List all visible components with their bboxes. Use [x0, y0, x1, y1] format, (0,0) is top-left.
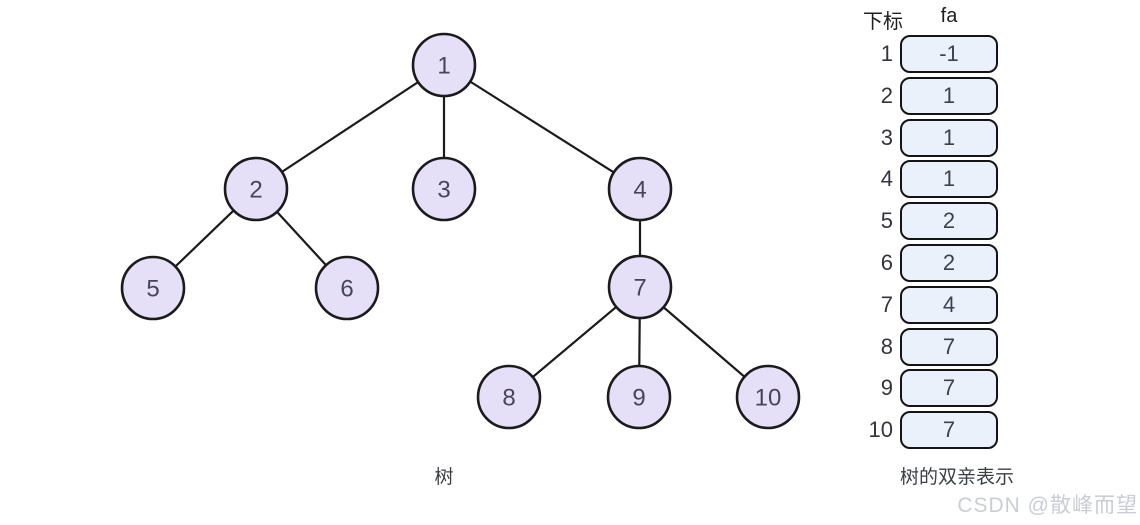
tree-node-label: 10 [755, 385, 782, 412]
fa-cell: 7 [900, 369, 998, 408]
tree-node-label: 5 [146, 276, 159, 303]
tree-node-circle [411, 32, 477, 98]
tree-node-circle [607, 156, 673, 222]
tree-node-circle [606, 364, 672, 430]
index-cell: 6 [880, 249, 893, 275]
fa-cell: 1 [900, 160, 998, 199]
tree-node-circle [223, 156, 289, 222]
tree-node-8: 8 [476, 364, 542, 430]
tree-edge-1-4 [443, 64, 641, 190]
tree-node-label: 3 [437, 177, 450, 204]
fa-cell: 2 [900, 202, 998, 241]
tree-node-1: 1 [411, 32, 477, 98]
tree-node-circle [607, 254, 673, 320]
tree-node-label: 9 [632, 385, 645, 412]
tree-node-7: 7 [607, 254, 673, 320]
fa-cell: 2 [900, 243, 998, 282]
tree-node-label: 8 [502, 385, 515, 412]
fa-cell: 1 [900, 76, 998, 115]
tree-node-circle [476, 364, 542, 430]
parent-table-caption: 树的双亲表示 [899, 467, 1014, 488]
tree-node-4: 4 [607, 156, 673, 222]
index-cell: 1 [880, 41, 893, 66]
tree-caption: 树 [434, 467, 454, 488]
index-column: 1 2 3 4 5 6 7 8 9 10 [843, 35, 893, 449]
tree-node-circle [120, 255, 186, 321]
tree-node-label: 1 [437, 53, 450, 80]
tree-node-2: 2 [223, 156, 289, 222]
tree-node-10: 10 [735, 364, 801, 430]
tree-node-circle [735, 364, 801, 430]
fa-cell: 7 [900, 327, 998, 366]
index-cell: 9 [880, 375, 893, 401]
index-column-header: 下标 [863, 11, 903, 33]
index-cell: 3 [880, 124, 893, 150]
tree-edge-1-2 [255, 64, 445, 190]
fa-cell: -1 [900, 35, 998, 73]
index-cell: 4 [880, 166, 893, 192]
fa-column-header: fa [940, 5, 958, 27]
tree-node-5: 5 [120, 255, 186, 321]
fa-cell: 4 [900, 285, 998, 324]
tree-node-9: 9 [606, 364, 672, 430]
tree-node-label: 6 [340, 276, 353, 303]
index-cell: 10 [868, 417, 893, 443]
tree-node-circle [314, 255, 380, 321]
tree-node-label: 7 [633, 275, 646, 302]
index-cell: 5 [880, 208, 893, 234]
tree-node-6: 6 [314, 255, 380, 321]
tree-node-circle [411, 156, 477, 222]
csdn-watermark: CSDN @散峰而望 [957, 494, 1138, 517]
fa-cell: 1 [900, 118, 998, 157]
tree-node-label: 2 [249, 177, 262, 204]
index-cell: 2 [880, 82, 893, 108]
tree-node-label: 4 [633, 177, 646, 204]
fa-cell: 7 [900, 411, 998, 450]
index-cell: 8 [880, 333, 893, 359]
tree-node-3: 3 [411, 156, 477, 222]
index-cell: 7 [880, 291, 893, 317]
